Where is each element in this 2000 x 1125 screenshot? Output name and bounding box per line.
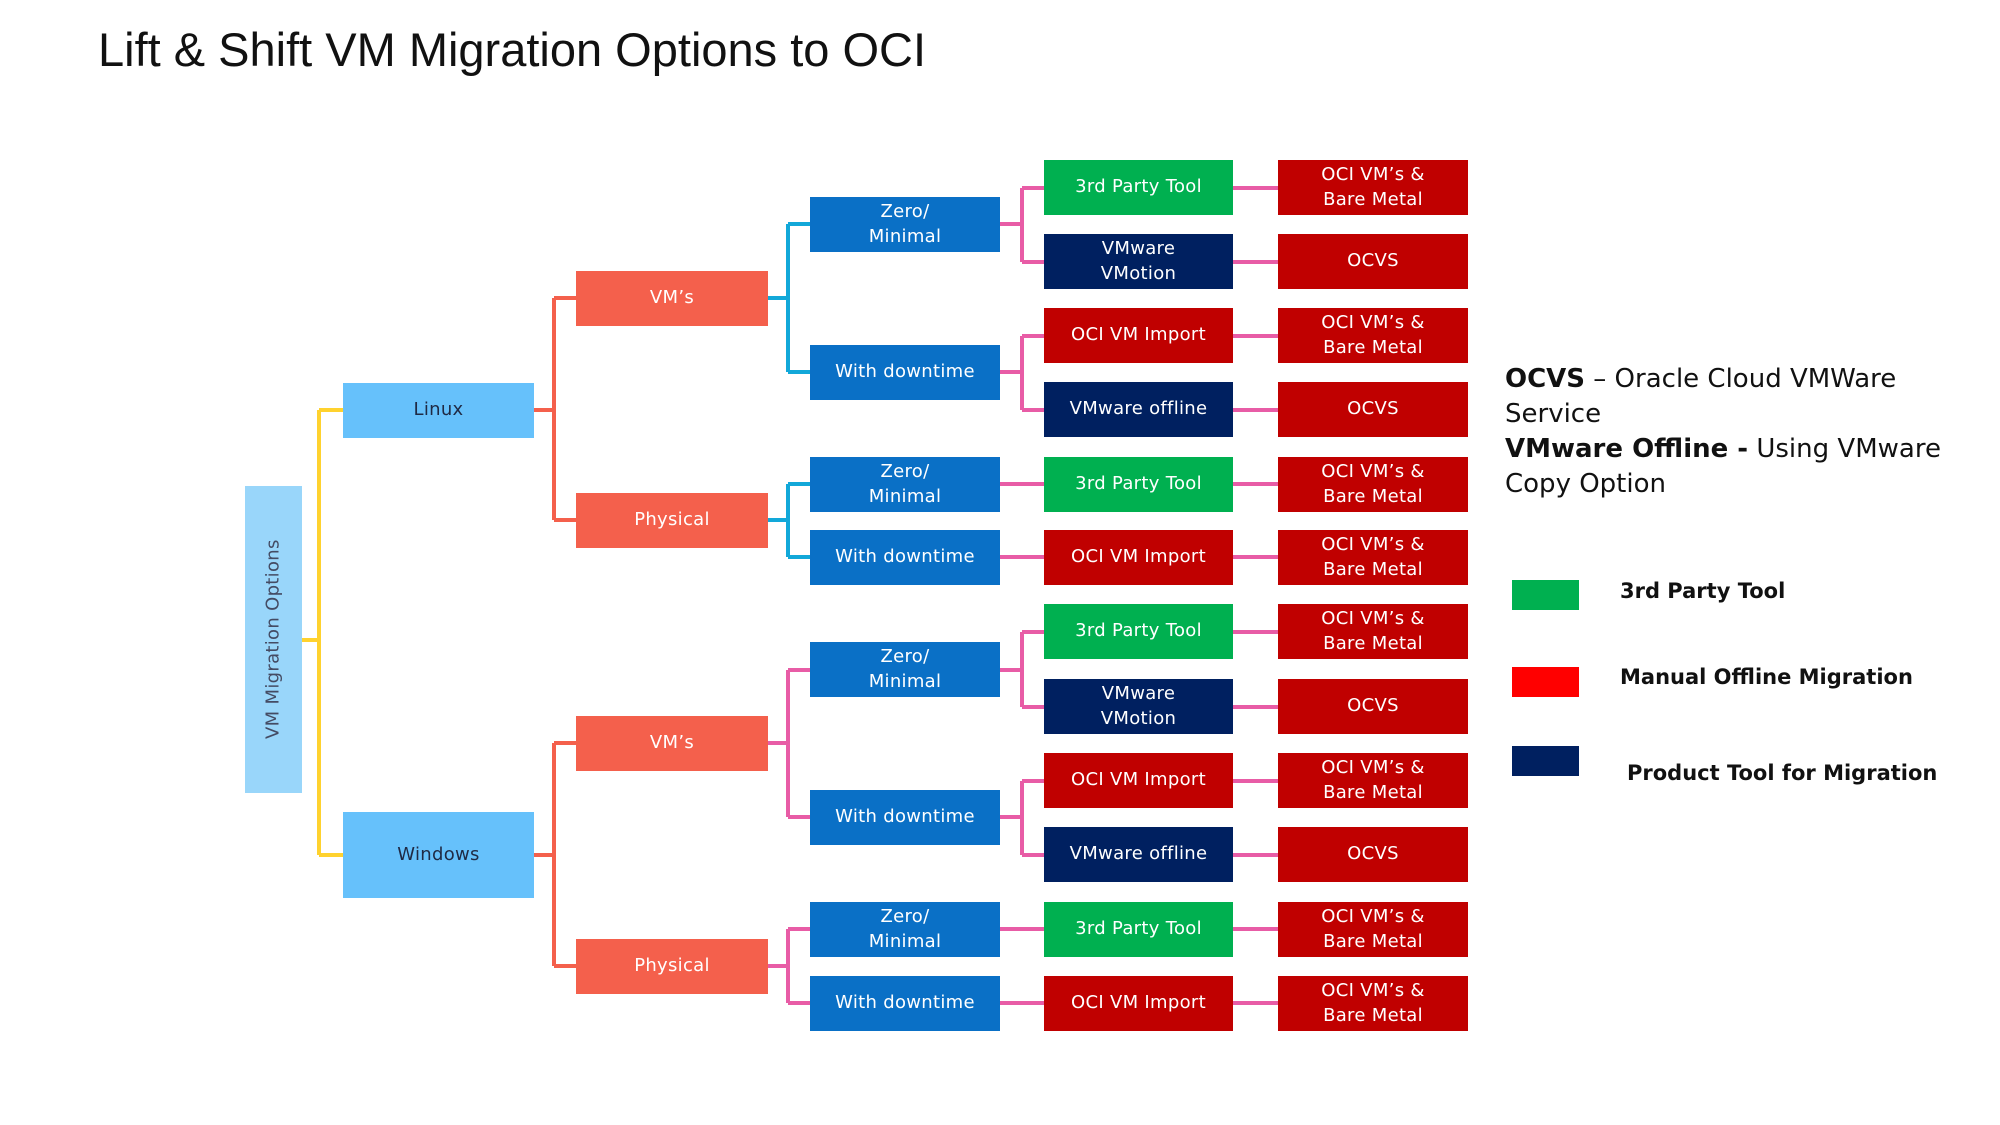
connector-linux bbox=[534, 296, 576, 522]
tool-vmware-vmotion-1: VMware VMotion bbox=[1044, 234, 1233, 289]
target-ocvs-4: OCVS bbox=[1278, 827, 1468, 882]
target-ocvs-1: OCVS bbox=[1278, 234, 1468, 289]
connector-windows bbox=[534, 741, 576, 968]
connector-root bbox=[302, 408, 343, 857]
root-node-label: VM Migration Options bbox=[262, 539, 284, 740]
tool-3rd-party-3: 3rd Party Tool bbox=[1044, 604, 1233, 659]
mode-windows-vms-downtime: With downtime bbox=[810, 790, 1000, 845]
tool-vmware-vmotion-2: VMware VMotion bbox=[1044, 679, 1233, 734]
legend-label-manual: Manual Offline Migration bbox=[1620, 665, 1913, 689]
note-vmware-offline: VMware Offline - Using VMware Copy Optio… bbox=[1505, 432, 1975, 502]
target-oci-vms-8: OCI VM’s & Bare Metal bbox=[1278, 976, 1468, 1031]
legend-label-third-party: 3rd Party Tool bbox=[1620, 579, 1786, 603]
target-oci-vms-5: OCI VM’s & Bare Metal bbox=[1278, 604, 1468, 659]
connector-modes-tools bbox=[1000, 186, 1044, 1005]
tool-3rd-party-1: 3rd Party Tool bbox=[1044, 160, 1233, 215]
tool-oci-vm-import-4: OCI VM Import bbox=[1044, 976, 1233, 1031]
mode-windows-physical-downtime: With downtime bbox=[810, 976, 1000, 1031]
tool-3rd-party-2: 3rd Party Tool bbox=[1044, 457, 1233, 512]
mode-linux-physical-zero-minimal: Zero/ Minimal bbox=[810, 457, 1000, 512]
category-windows-vms: VM’s bbox=[576, 716, 768, 771]
connector-windows-vms bbox=[768, 668, 810, 819]
connector-windows-physical bbox=[768, 927, 810, 1005]
note-ocvs-term: OCVS bbox=[1505, 364, 1586, 394]
target-oci-vms-6: OCI VM’s & Bare Metal bbox=[1278, 753, 1468, 808]
target-oci-vms-3: OCI VM’s & Bare Metal bbox=[1278, 457, 1468, 512]
mode-windows-physical-zero-minimal: Zero/ Minimal bbox=[810, 902, 1000, 957]
mode-linux-vms-zero-minimal: Zero/ Minimal bbox=[810, 197, 1000, 252]
category-linux-physical: Physical bbox=[576, 493, 768, 548]
legend-swatch-manual bbox=[1512, 667, 1579, 697]
tool-vmware-offline-2: VMware offline bbox=[1044, 827, 1233, 882]
target-oci-vms-7: OCI VM’s & Bare Metal bbox=[1278, 902, 1468, 957]
tool-oci-vm-import-1: OCI VM Import bbox=[1044, 308, 1233, 363]
target-oci-vms-4: OCI VM’s & Bare Metal bbox=[1278, 530, 1468, 585]
tool-vmware-offline-1: VMware offline bbox=[1044, 382, 1233, 437]
target-ocvs-2: OCVS bbox=[1278, 382, 1468, 437]
connector-tools-targets bbox=[1233, 186, 1278, 1005]
target-ocvs-3: OCVS bbox=[1278, 679, 1468, 734]
legend-swatch-product-tool bbox=[1512, 746, 1579, 776]
category-windows-physical: Physical bbox=[576, 939, 768, 994]
note-ocvs-definition: – Oracle Cloud VMWare Service bbox=[1505, 364, 1897, 430]
root-node: VM Migration Options bbox=[245, 486, 302, 793]
legend-label-product-tool: Product Tool for Migration bbox=[1627, 761, 1938, 785]
tool-oci-vm-import-2: OCI VM Import bbox=[1044, 530, 1233, 585]
note-offline-term: VMware Offline - bbox=[1505, 434, 1749, 465]
mode-linux-vms-downtime: With downtime bbox=[810, 345, 1000, 400]
os-node-windows: Windows bbox=[343, 812, 534, 898]
connector-linux-physical bbox=[768, 482, 810, 559]
legend-swatch-third-party bbox=[1512, 580, 1579, 610]
page-title: Lift & Shift VM Migration Options to OCI bbox=[98, 23, 927, 76]
category-linux-vms: VM’s bbox=[576, 271, 768, 326]
note-offline-definition: Using VMware Copy Option bbox=[1505, 434, 1941, 500]
mode-windows-vms-zero-minimal: Zero/ Minimal bbox=[810, 642, 1000, 697]
os-node-linux: Linux bbox=[343, 383, 534, 438]
mode-linux-physical-downtime: With downtime bbox=[810, 530, 1000, 585]
abbreviation-notes: OCVS – Oracle Cloud VMWare Service VMwar… bbox=[1505, 362, 1975, 502]
target-oci-vms-2: OCI VM’s & Bare Metal bbox=[1278, 308, 1468, 363]
tool-oci-vm-import-3: OCI VM Import bbox=[1044, 753, 1233, 808]
tool-3rd-party-4: 3rd Party Tool bbox=[1044, 902, 1233, 957]
note-ocvs: OCVS – Oracle Cloud VMWare Service bbox=[1505, 362, 1975, 432]
target-oci-vms-1: OCI VM’s & Bare Metal bbox=[1278, 160, 1468, 215]
connector-linux-vms bbox=[768, 222, 810, 374]
